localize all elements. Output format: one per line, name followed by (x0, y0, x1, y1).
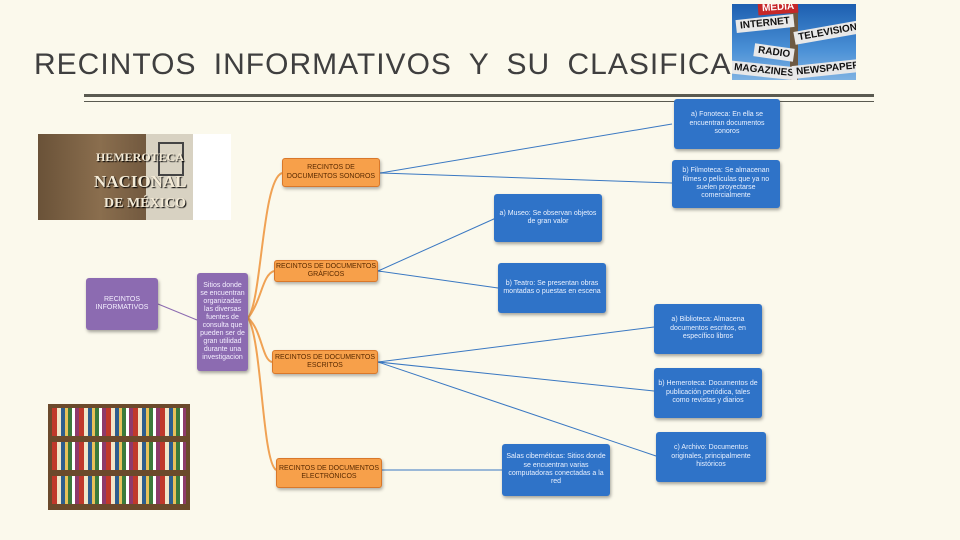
connector-line (378, 271, 498, 288)
leaf-node-hemeroteca: b) Hemeroteca: Documentos de publicación… (654, 368, 762, 418)
connector-line (378, 362, 656, 456)
category-node-escritos: RECINTOS DE DOCUMENTOS ESCRITOS (272, 350, 378, 374)
connector-line (248, 318, 276, 470)
leaf-node-fonoteca: a) Fonoteca: En ella se encuentran docum… (674, 99, 780, 149)
root-node: RECINTOS INFORMATIVOS (86, 278, 158, 330)
category-node-electronicos: RECINTOS DE DOCUMENTOS ELECTRÓNICOS (276, 458, 382, 488)
leaf-node-filmoteca: b) Filmoteca: Se almacenan filmes o pelí… (672, 160, 780, 208)
connector-line (248, 173, 282, 318)
leaf-node-museo: a) Museo: Se observan objetos de gran va… (494, 194, 602, 242)
connector-line (380, 173, 672, 183)
connector-line (378, 327, 654, 362)
leaf-node-salas-ciberneticas: Salas cibernéticas: Sitios donde se encu… (502, 444, 610, 496)
leaf-node-biblioteca: a) Biblioteca: Almacena documentos escri… (654, 304, 762, 354)
connector-line (158, 304, 197, 320)
connector-line (380, 124, 672, 173)
leaf-node-archivo: c) Archivo: Documentos originales, princ… (656, 432, 766, 482)
leaf-node-teatro: b) Teatro: Se presentan obras montadas o… (498, 263, 606, 313)
connector-line (248, 271, 274, 318)
category-node-graficos: RECINTOS DE DOCUMENTOS GRÁFICOS (274, 260, 378, 282)
connector-line (378, 218, 496, 271)
category-node-sonoros: RECINTOS DE DOCUMENTOS SONOROS (282, 158, 380, 187)
definition-node: Sitios donde se encuentran organizadas l… (197, 273, 248, 371)
